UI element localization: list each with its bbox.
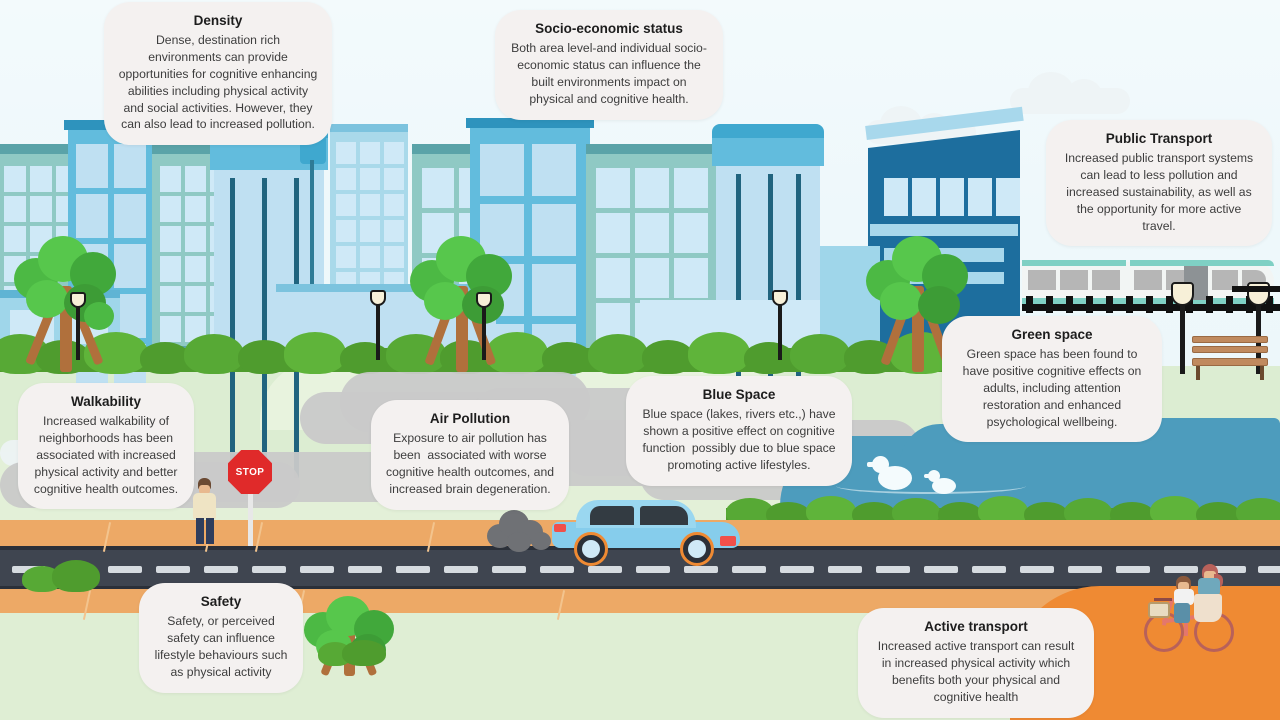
tower-mast bbox=[310, 160, 314, 360]
cyclist-back bbox=[1194, 564, 1226, 624]
street-tree bbox=[8, 228, 128, 373]
stop-sign: STOP bbox=[228, 450, 272, 546]
card-active-transport[interactable]: Active transport Increased active transp… bbox=[858, 608, 1094, 718]
exhaust-smoke bbox=[487, 506, 557, 552]
card-title: Blue Space bbox=[702, 387, 776, 402]
card-body: Exposure to air pollution has been assoc… bbox=[385, 431, 558, 496]
water-ripple bbox=[836, 478, 1026, 494]
card-title: Safety bbox=[200, 594, 242, 609]
card-title: Socio-economic status bbox=[535, 21, 683, 36]
card-public-transport[interactable]: Public Transport Increased public transp… bbox=[1046, 120, 1272, 247]
office-belt bbox=[870, 224, 1018, 236]
card-air-pollution[interactable]: Air Pollution Exposure to air pollution … bbox=[371, 400, 569, 510]
card-title: Air Pollution bbox=[429, 411, 511, 426]
card-body: Blue space (lakes, rivers etc.,) have sh… bbox=[642, 407, 839, 472]
card-body: Both area level-and individual socio-eco… bbox=[511, 41, 707, 106]
park-bench bbox=[1192, 336, 1268, 380]
street-tree bbox=[860, 228, 980, 373]
car bbox=[552, 500, 740, 566]
bicycle-basket bbox=[1148, 602, 1170, 618]
card-body: Increased active transport can result in… bbox=[877, 639, 1078, 704]
bush bbox=[318, 640, 388, 666]
card-body: Green space has been found to have posit… bbox=[962, 347, 1145, 429]
card-green-space[interactable]: Green space Green space has been found t… bbox=[942, 316, 1162, 443]
street-tree bbox=[404, 228, 524, 373]
cyclist-front bbox=[1172, 576, 1198, 623]
card-body: Dense, destination rich environments can… bbox=[118, 33, 321, 132]
card-title: Green space bbox=[1011, 327, 1093, 342]
card-body: Increased public transport systems can l… bbox=[1064, 151, 1257, 233]
pedestrian bbox=[190, 478, 218, 544]
road-edge bbox=[0, 586, 1280, 589]
cyclists bbox=[1142, 564, 1238, 654]
cloud-icon bbox=[1010, 72, 1130, 114]
lamp-crossbar bbox=[1232, 286, 1280, 292]
office-windows bbox=[884, 178, 1020, 216]
card-walkability[interactable]: Walkability Increased walkability of nei… bbox=[18, 383, 194, 510]
stop-sign-label: STOP bbox=[235, 466, 265, 478]
card-title: Walkability bbox=[70, 394, 142, 409]
card-socio-economic-status[interactable]: Socio-economic status Both area level-an… bbox=[495, 10, 723, 120]
card-blue-space[interactable]: Blue Space Blue space (lakes, rivers etc… bbox=[626, 376, 852, 486]
card-title: Active transport bbox=[924, 619, 1028, 634]
card-body: Safety, or perceived safety can influenc… bbox=[154, 614, 291, 679]
card-body: Increased walkability of neighborhoods h… bbox=[33, 414, 181, 496]
card-title: Density bbox=[193, 13, 243, 28]
card-title: Public Transport bbox=[1105, 131, 1213, 146]
road-edge bbox=[0, 546, 1280, 550]
card-density[interactable]: Density Dense, destination rich environm… bbox=[104, 2, 332, 146]
card-safety[interactable]: Safety Safety, or perceived safety can i… bbox=[139, 583, 303, 693]
bush bbox=[22, 560, 100, 592]
